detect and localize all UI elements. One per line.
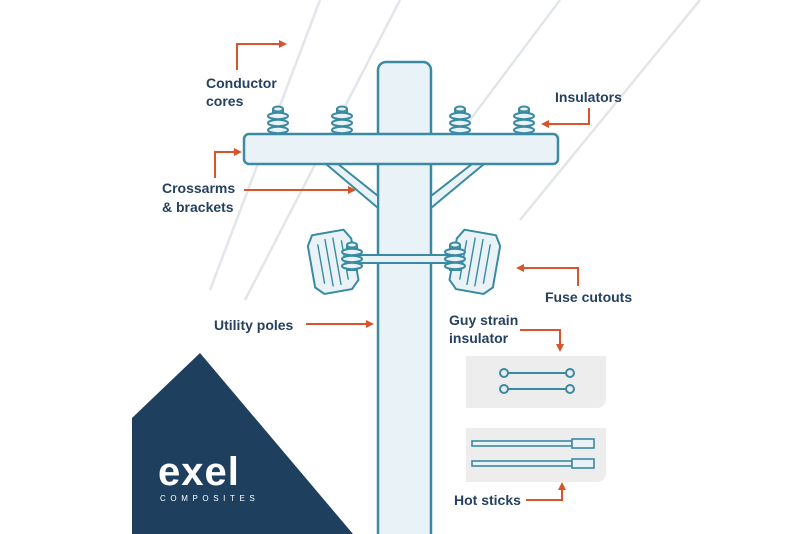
guy-strain-insulator-icon (466, 356, 606, 408)
label-insulators: Insulators (555, 89, 622, 105)
crossarm (242, 132, 560, 166)
company-logo: exel COMPOSITES (132, 353, 353, 534)
label-conductor-cores-line1: Conductor (206, 75, 277, 91)
logo-subtitle: COMPOSITES (160, 494, 259, 503)
label-guy-strain-line1: Guy strain (449, 312, 518, 328)
utility-pole (376, 60, 433, 534)
labels: Conductor cores Insulators Crossarms & b… (162, 75, 632, 508)
label-guy-strain-line2: insulator (449, 330, 509, 346)
label-conductor-cores-line2: cores (206, 93, 244, 109)
arrow-icon (214, 40, 590, 501)
label-crossarms-line2: & brackets (162, 199, 234, 215)
label-fuse-cutouts: Fuse cutouts (545, 289, 632, 305)
hot-stick-icon (466, 428, 606, 482)
label-crossarms-line1: Crossarms (162, 180, 235, 196)
logo-wordmark: exel (158, 450, 240, 494)
label-hot-sticks: Hot sticks (454, 492, 521, 508)
label-utility-poles: Utility poles (214, 317, 294, 333)
